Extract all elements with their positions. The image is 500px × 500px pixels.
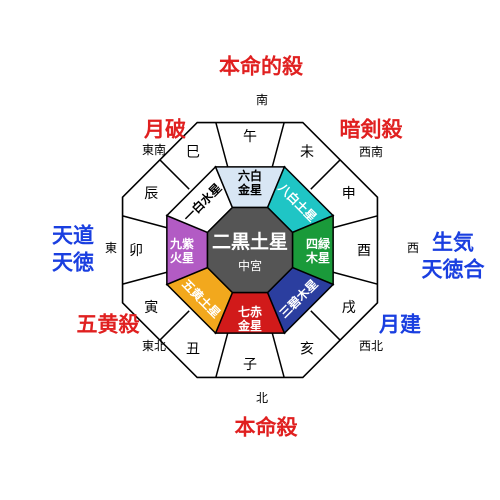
label-honmei-tekisatsu: 本命的殺: [219, 54, 303, 79]
branch-label: 辰: [144, 186, 158, 202]
direction-east: 東: [104, 241, 118, 255]
branch-label: 卯: [129, 243, 143, 259]
direction-southeast: 東南: [141, 143, 167, 157]
branch-label: 寅: [144, 299, 158, 316]
center-palace: 二黒土星 中宮: [206, 206, 294, 294]
direction-northwest: 西北: [358, 339, 384, 353]
branch-label: 戌: [342, 300, 356, 316]
center-sub-label: 中宮: [238, 258, 262, 273]
branch-label: 丑: [186, 342, 200, 358]
star-label-west: 木星: [305, 250, 330, 265]
star-label-east: 九紫: [169, 236, 194, 251]
label-seiki: 生気: [432, 230, 474, 255]
star-label-south: 六白: [238, 168, 262, 183]
star-label-north: 七赤: [238, 304, 262, 319]
label-ankensatsu: 暗剣殺: [339, 117, 403, 142]
label-gooosatsu: 五黄殺: [76, 312, 140, 337]
star-label-west: 四緑: [306, 236, 331, 251]
branch-label: 午: [243, 129, 257, 145]
direction-west: 西: [406, 241, 420, 255]
branch-label: 子: [243, 357, 257, 373]
direction-south: 南: [255, 93, 269, 107]
branch-label: 申: [342, 186, 356, 202]
outer-octagon-outline: [121, 121, 379, 379]
center-octagon: [206, 206, 294, 294]
branch-label: 未: [300, 144, 314, 160]
branch-label: 巳: [186, 144, 200, 160]
direction-southwest: 西南: [358, 145, 384, 159]
star-label-east: 火星: [170, 251, 194, 265]
label-honmeisatsu: 本命殺: [234, 415, 298, 440]
label-seiki-tentokugou: 生気 天徳合: [422, 230, 485, 285]
branch-label: 酉: [357, 243, 371, 259]
branch-label: 亥: [300, 342, 314, 358]
direction-northeast: 東北: [141, 339, 167, 353]
label-tentoku: 天徳: [52, 251, 94, 275]
star-label-south: 金星: [237, 182, 262, 197]
label-geppa: 月破: [144, 117, 186, 142]
label-gekken: 月建: [379, 312, 421, 337]
star-label-north: 金星: [237, 318, 262, 333]
direction-north: 北: [255, 391, 269, 405]
label-tendo: 天道: [52, 223, 94, 248]
label-tendo-tentoku: 天道 天徳: [52, 223, 94, 278]
center-star-name: 二黒土星: [212, 231, 288, 253]
label-tentokugou: 天徳合: [421, 258, 485, 282]
